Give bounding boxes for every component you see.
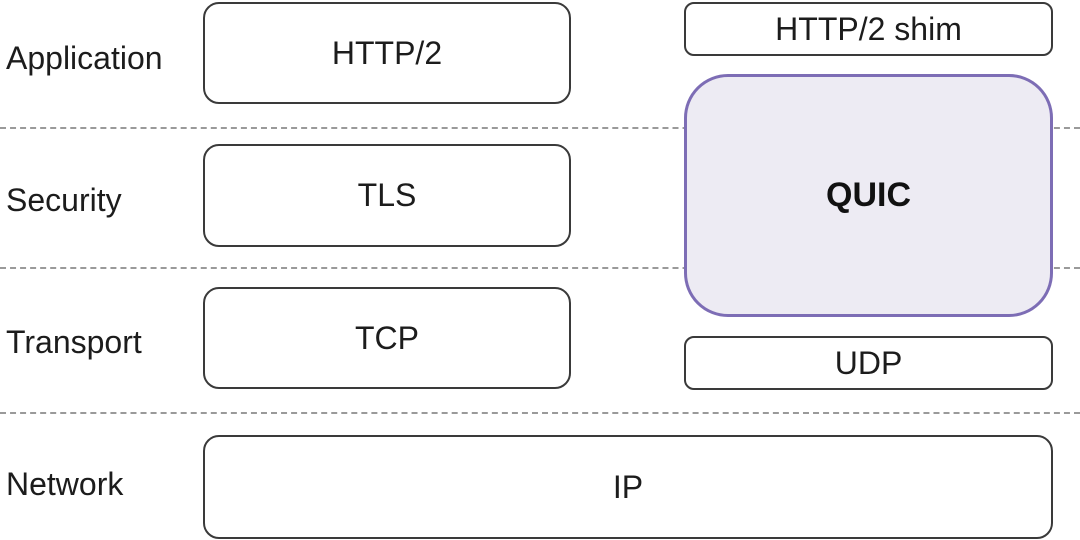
http2-box: HTTP/2 [203,2,571,104]
quic-box: QUIC [684,74,1053,317]
tcp-box: TCP [203,287,571,389]
layer-divider [0,412,1080,414]
layer-label-security: Security [6,182,122,218]
layer-label-network: Network [6,466,124,502]
layer-divider [0,267,1080,269]
ip-box: IP [203,435,1053,539]
udp-box: UDP [684,336,1053,390]
layer-label-application: Application [6,40,163,76]
layer-label-transport: Transport [6,324,142,360]
layer-divider [0,127,1080,129]
tls-box: TLS [203,144,571,247]
http2-shim-box: HTTP/2 shim [684,2,1053,56]
